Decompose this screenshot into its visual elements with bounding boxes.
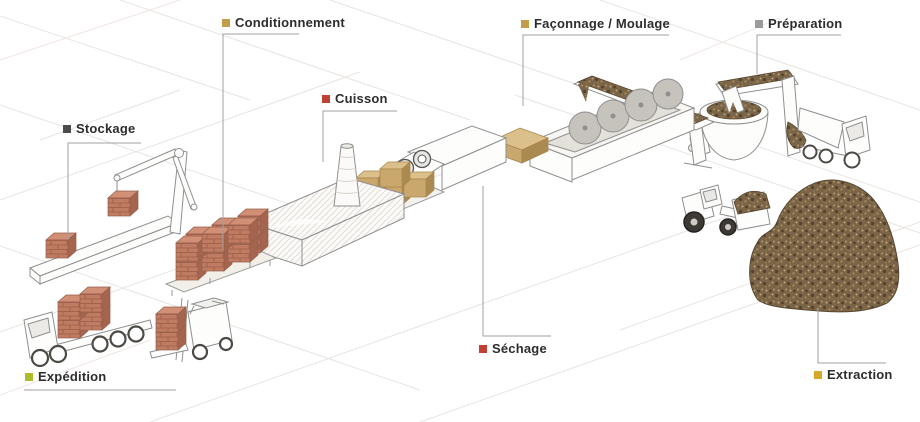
- brick-cube-hanging: [107, 190, 139, 217]
- label-conditionnement: Conditionnement: [222, 15, 345, 30]
- forklift-brick-load: [155, 306, 187, 351]
- faconnage-label: Façonnage / Moulage: [534, 16, 670, 31]
- preparation-marker-icon: [755, 19, 763, 28]
- extraction-marker-icon: [814, 370, 822, 379]
- stockage-label: Stockage: [76, 121, 136, 136]
- leader-extraction: [817, 308, 886, 364]
- mixing-tub-gantry: [688, 69, 801, 161]
- brick-pallet-stack: [175, 208, 269, 281]
- stockage-marker-icon: [63, 124, 71, 133]
- conveyor-rail: [29, 215, 180, 286]
- label-faconnage: Façonnage / Moulage: [521, 16, 670, 31]
- leader-preparation: [756, 34, 841, 74]
- leader-sechage: [482, 186, 551, 337]
- flatbed-truck: [23, 311, 153, 368]
- clay-pile: [749, 179, 900, 313]
- sechage-marker-icon: [479, 344, 487, 353]
- preparation-label: Préparation: [768, 16, 843, 31]
- label-preparation: Préparation: [755, 16, 842, 31]
- expedition-marker-icon: [25, 372, 33, 381]
- label-cuisson: Cuisson: [322, 91, 388, 106]
- expedition-label: Expédition: [38, 369, 107, 384]
- label-stockage: Stockage: [63, 121, 135, 136]
- extruder-with-augers: [528, 78, 696, 183]
- kiln-chimney: [333, 143, 361, 207]
- leader-conditionnement: [222, 33, 299, 250]
- robotic-crane: [113, 148, 198, 235]
- cuisson-marker-icon: [322, 94, 330, 103]
- label-extraction: Extraction: [814, 367, 893, 382]
- leader-stockage: [67, 142, 141, 240]
- dump-truck: [786, 107, 871, 169]
- wheel-loader: [681, 184, 771, 236]
- brick-cube-on-rail: [45, 232, 77, 259]
- tunnel-kiln: [244, 177, 406, 267]
- truck-brick-load: [57, 286, 111, 339]
- sechage-label: Séchage: [492, 341, 547, 356]
- leader-cuisson: [322, 110, 397, 162]
- leader-lines: [24, 33, 886, 391]
- faconnage-marker-icon: [521, 19, 529, 28]
- extraction-label: Extraction: [827, 367, 893, 382]
- conditionnement-label: Conditionnement: [235, 15, 345, 30]
- label-expedition: Expédition: [25, 369, 106, 384]
- leader-faconnage: [522, 34, 669, 106]
- label-sechage: Séchage: [479, 341, 547, 356]
- conditionnement-marker-icon: [222, 18, 230, 27]
- cuisson-label: Cuisson: [335, 91, 388, 106]
